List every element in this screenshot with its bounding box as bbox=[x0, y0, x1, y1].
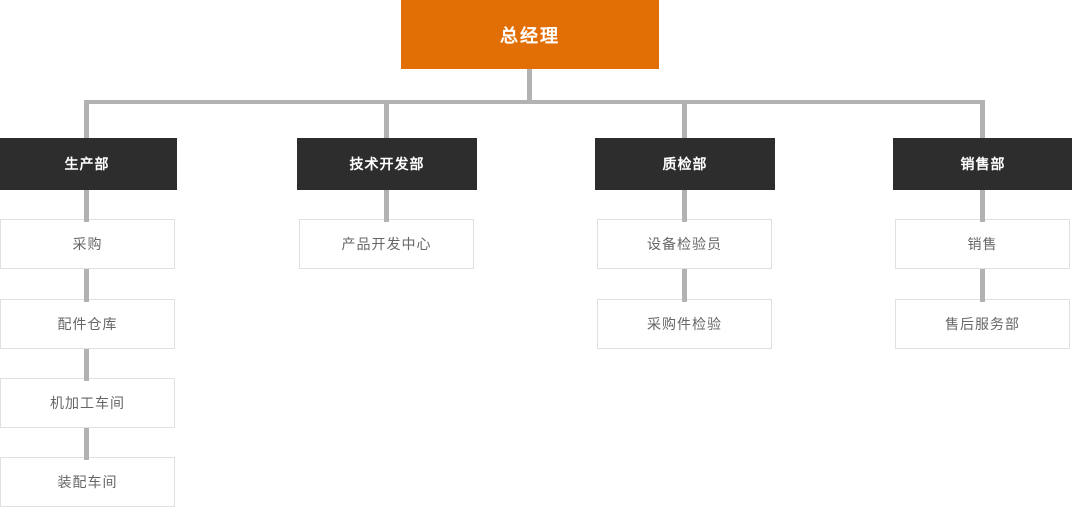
connector-link bbox=[682, 269, 687, 302]
org-node-machining-workshop: 机加工车间 bbox=[0, 378, 175, 428]
org-node-general-manager: 总经理 bbox=[401, 0, 659, 69]
org-node-purchasing: 采购 bbox=[0, 219, 175, 269]
connector-drop-production bbox=[84, 100, 89, 138]
org-node-dept-production: 生产部 bbox=[0, 138, 177, 190]
org-node-product-dev-center: 产品开发中心 bbox=[299, 219, 474, 269]
connector-drop-sales bbox=[980, 100, 985, 138]
org-node-purchased-parts-inspection: 采购件检验 bbox=[597, 299, 772, 349]
connector-horizontal-rail bbox=[84, 100, 985, 104]
connector-link bbox=[84, 349, 89, 381]
connector-link bbox=[84, 190, 89, 222]
connector-link bbox=[980, 269, 985, 302]
connector-link bbox=[84, 269, 89, 302]
connector-link bbox=[384, 190, 389, 222]
org-node-sales: 销售 bbox=[895, 219, 1070, 269]
org-node-equipment-inspector: 设备检验员 bbox=[597, 219, 772, 269]
org-node-dept-tech-development: 技术开发部 bbox=[297, 138, 477, 190]
connector-link bbox=[84, 428, 89, 460]
org-node-dept-quality: 质检部 bbox=[595, 138, 775, 190]
connector-root-stem bbox=[527, 69, 532, 100]
org-node-assembly-workshop: 装配车间 bbox=[0, 457, 175, 507]
org-node-parts-warehouse: 配件仓库 bbox=[0, 299, 175, 349]
connector-drop-quality bbox=[682, 100, 687, 138]
org-node-after-sales-service: 售后服务部 bbox=[895, 299, 1070, 349]
org-node-dept-sales: 销售部 bbox=[893, 138, 1072, 190]
connector-link bbox=[682, 190, 687, 222]
connector-drop-tech bbox=[384, 100, 389, 138]
connector-link bbox=[980, 190, 985, 222]
